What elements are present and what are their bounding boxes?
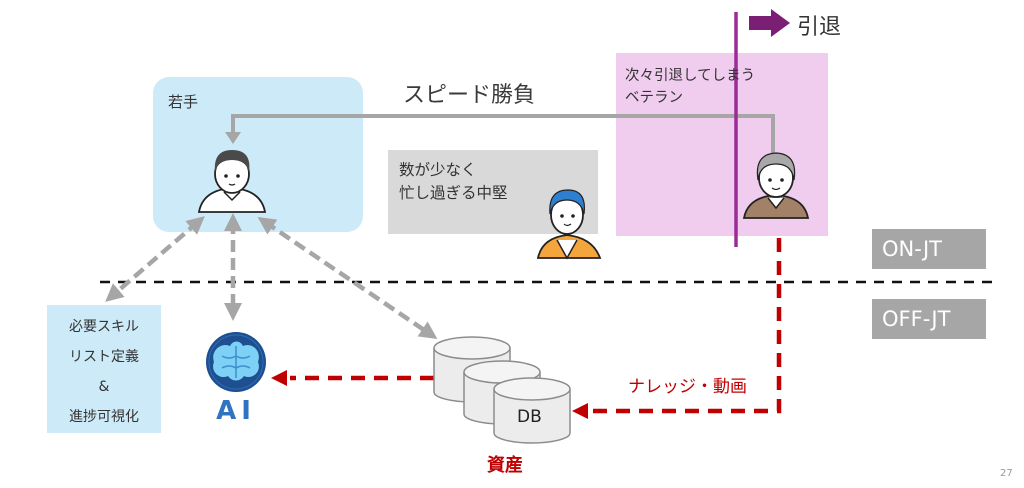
speed-label: スピード勝負 bbox=[403, 83, 536, 108]
veteran-group-label: 次々引退してしまう ベテラン bbox=[625, 68, 756, 106]
young-to-db-arrow bbox=[257, 216, 438, 340]
mid-career-avatar bbox=[536, 189, 602, 260]
database-icon bbox=[433, 336, 571, 444]
skill-list-box bbox=[47, 305, 161, 433]
young-to-skill-arrow bbox=[105, 216, 205, 302]
page-number: 27 bbox=[1000, 468, 1013, 479]
ai-brain-icon bbox=[206, 332, 266, 392]
retire-arrow-icon bbox=[749, 9, 790, 37]
speed-transfer-arrow bbox=[225, 114, 775, 170]
skill-list-label: 必要スキル リスト定義 & 進捗可視化 bbox=[69, 319, 139, 425]
on-jt-tag: ON-JT bbox=[872, 229, 986, 269]
young-group-label: 若手 bbox=[168, 93, 199, 111]
db-to-ai-arrow bbox=[271, 370, 434, 386]
off-jt-tag: OFF-JT bbox=[872, 299, 986, 339]
mid-career-group-label: 数が少なく 忙し過ぎる中堅 bbox=[399, 161, 508, 202]
knowledge-video-label: ナレッジ・動画 bbox=[628, 377, 747, 397]
asset-label: 資産 bbox=[487, 455, 523, 476]
ai-label: AI bbox=[216, 396, 256, 426]
db-label: DB bbox=[517, 407, 542, 427]
knowledge-flow-arrow bbox=[572, 238, 782, 419]
young-employee-avatar bbox=[197, 150, 267, 213]
veteran-avatar bbox=[742, 152, 810, 219]
retire-label: 引退 bbox=[797, 15, 842, 40]
